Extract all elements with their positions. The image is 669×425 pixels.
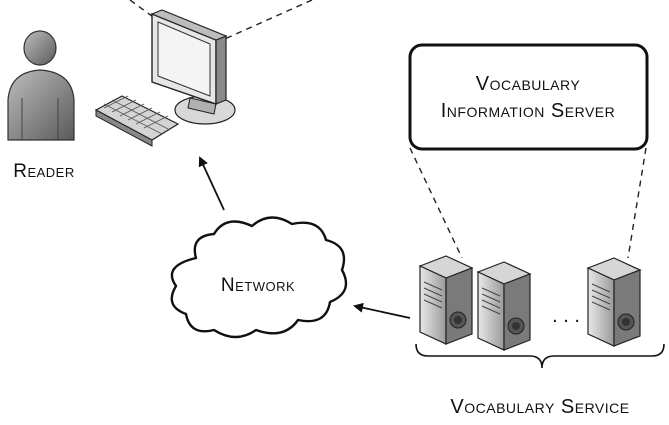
keyboard-icon xyxy=(94,95,180,147)
server-tower-icon xyxy=(477,261,531,351)
vis-title-line1: Vocabulary xyxy=(476,73,581,95)
server-tower-icon xyxy=(419,255,473,345)
server-ellipsis: . . . xyxy=(552,305,580,327)
person-icon xyxy=(7,30,75,141)
network-label: Network xyxy=(221,275,295,296)
vocabulary-information-server-box: Vocabulary Information Server xyxy=(408,43,649,151)
service-brace xyxy=(415,343,665,369)
reader-label: Reader xyxy=(13,161,75,182)
arrow-network-to-reader xyxy=(198,156,225,211)
connector-lines-servers xyxy=(409,147,647,259)
server-tower-icon xyxy=(587,257,641,347)
cloud-icon xyxy=(170,216,348,339)
vocabulary-service-label: Vocabulary Service xyxy=(450,396,629,418)
arrow-service-to-network xyxy=(353,302,411,319)
computer-monitor-icon xyxy=(150,9,236,125)
vis-title-line2: Information Server xyxy=(441,100,616,122)
